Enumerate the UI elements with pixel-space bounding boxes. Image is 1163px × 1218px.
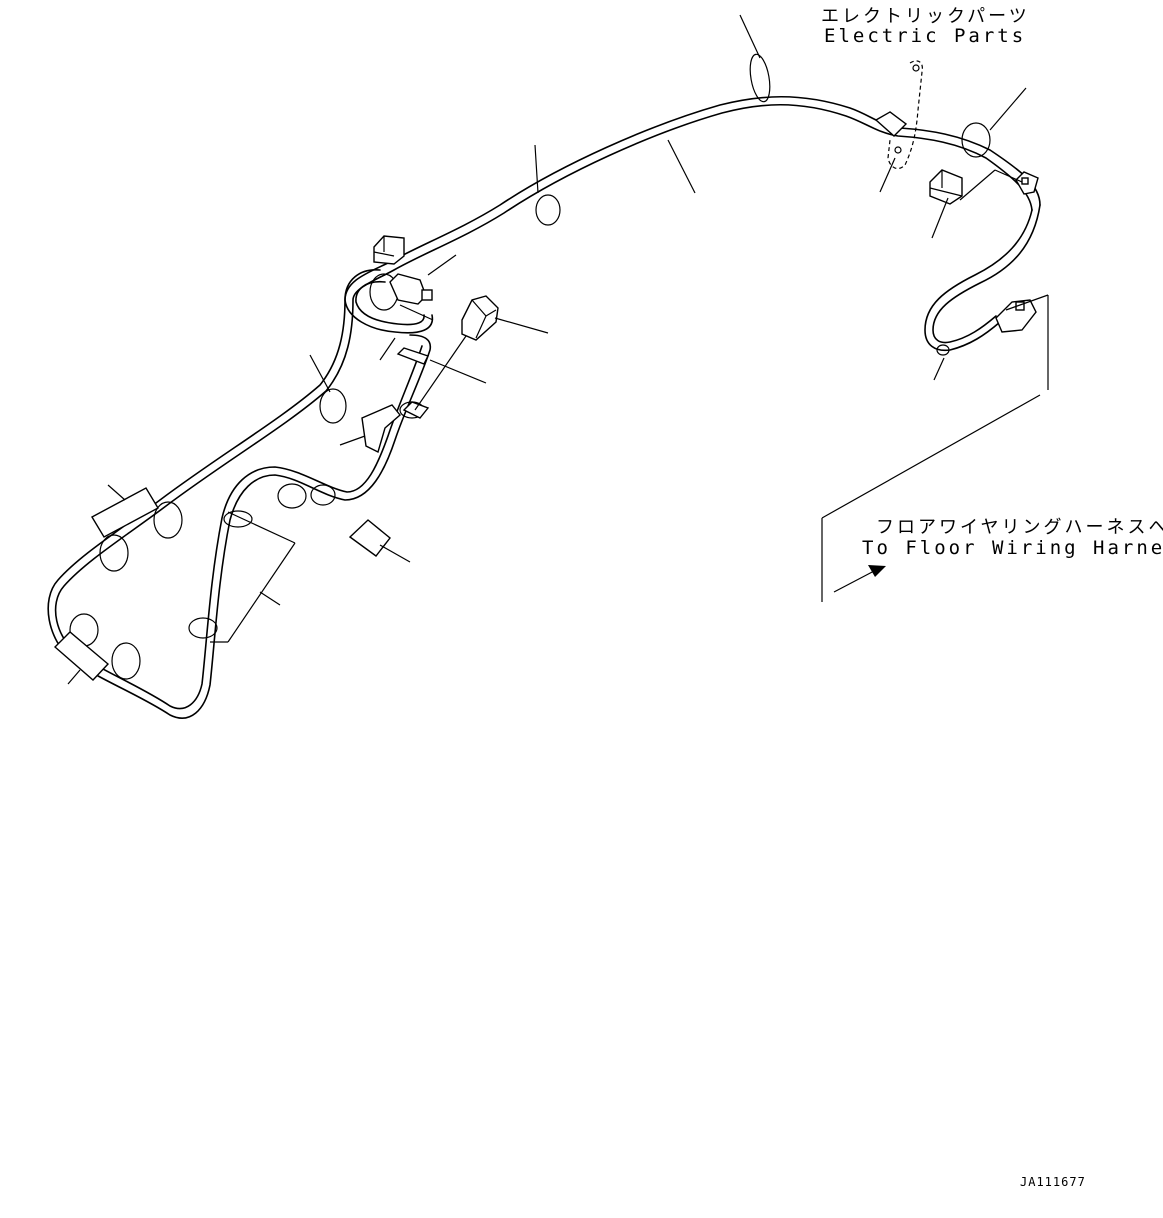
electric-parts-bracket (887, 60, 923, 170)
leader-lines (67, 14, 1049, 685)
floor-harness-label-en: To Floor Wiring Harness (862, 537, 1163, 559)
drawing-reference-number: JA111677 (1020, 1175, 1086, 1189)
electric-parts-label-jp: エレクトリックパーツ (821, 6, 1030, 27)
electric-parts-label-en: Electric Parts (824, 25, 1027, 47)
floor-harness-label-jp: フロアワイヤリングハーネスへ (876, 517, 1163, 538)
floor-harness-callout (821, 394, 1041, 602)
main-harness (47, 95, 1041, 719)
harness-sleeves (53, 111, 908, 681)
connectors (373, 169, 1039, 419)
harness-clamps (69, 53, 991, 680)
direction-arrow-marker (361, 404, 401, 454)
